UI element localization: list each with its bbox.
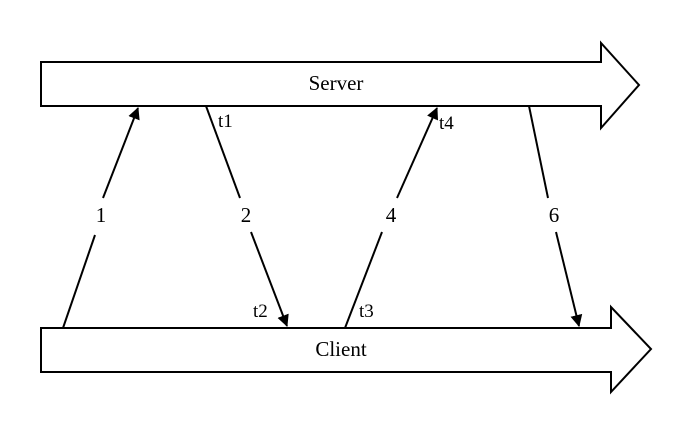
message-2-label: 2 — [241, 203, 252, 227]
message-2-arrow-upper — [205, 105, 241, 199]
message-4-arrow-upper — [396, 107, 439, 199]
message-1-arrow-upper — [102, 107, 140, 199]
message-4-arrow-lower — [344, 231, 383, 329]
timestamp-t2: t2 — [253, 301, 268, 322]
message-1-arrow-lower — [62, 234, 96, 329]
client-label: Client — [315, 337, 366, 361]
message-6-label: 6 — [549, 203, 560, 227]
message-1-label: 1 — [96, 203, 107, 227]
server-label: Server — [309, 71, 364, 95]
timestamp-t4: t4 — [439, 113, 454, 134]
message-2-arrow-lower — [250, 231, 289, 327]
message-6-arrow-upper — [528, 105, 549, 199]
message-4-label: 4 — [386, 203, 397, 227]
server-timeline-arrow — [40, 40, 641, 131]
timestamp-t3: t3 — [359, 301, 374, 322]
client-timeline-arrow — [40, 304, 653, 395]
message-6-arrow-lower — [555, 231, 583, 327]
timestamp-t1: t1 — [218, 111, 233, 132]
